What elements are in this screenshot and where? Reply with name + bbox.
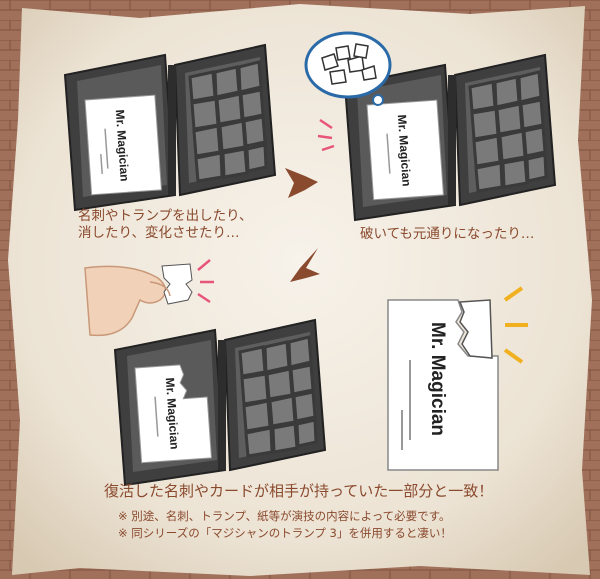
business-card: Mr. Magician — [84, 94, 162, 196]
caption-step1-line1: 名刺やトランプを出したり、 — [78, 208, 253, 224]
arrow-right-icon — [285, 168, 318, 198]
hand-holding-torn-piece — [84, 263, 193, 337]
card-name: Mr. Magician — [163, 377, 182, 450]
sparkle-lines-icon — [503, 286, 528, 364]
matching-torn-piece — [458, 299, 493, 359]
arrow-down-left-icon — [290, 248, 320, 282]
card-name: Mr. Magician — [395, 114, 414, 187]
magic-box-restored-card: Mr. Magician — [113, 318, 327, 487]
caption-step2: 破いても元通りになったり… — [360, 226, 535, 242]
thought-bubble — [304, 31, 392, 106]
torn-pieces-icon — [321, 43, 377, 85]
card-name: Mr. Magician — [427, 322, 448, 436]
magic-box-torn-card: Mr. Magician — [343, 53, 557, 222]
card-name: Mr. Magician — [113, 109, 132, 182]
caption-step1-line2: 消したり、変化させたり… — [78, 225, 240, 241]
emphasis-lines-icon — [317, 118, 335, 152]
large-business-card: Mr. Magician — [387, 299, 499, 471]
emphasis-lines-icon — [197, 259, 214, 304]
business-card: Mr. Magician — [134, 364, 212, 464]
caption-step3: 復活した名刺やカードが相手が持っていた一部分と一致！ — [104, 482, 494, 500]
note-1: ※ 別途、名刺、トランプ、紙等が演技の内容によって必要です。 — [118, 509, 451, 523]
note-2: ※ 同シリーズの「マジシャンのトランプ 3」を併用すると凄い！ — [118, 526, 452, 540]
magic-box-open: Mr. Magician — [63, 43, 277, 212]
business-card: Mr. Magician — [366, 99, 444, 201]
caption-step1: 名刺やトランプを出したり、 消したり、変化させたり… — [78, 208, 253, 242]
